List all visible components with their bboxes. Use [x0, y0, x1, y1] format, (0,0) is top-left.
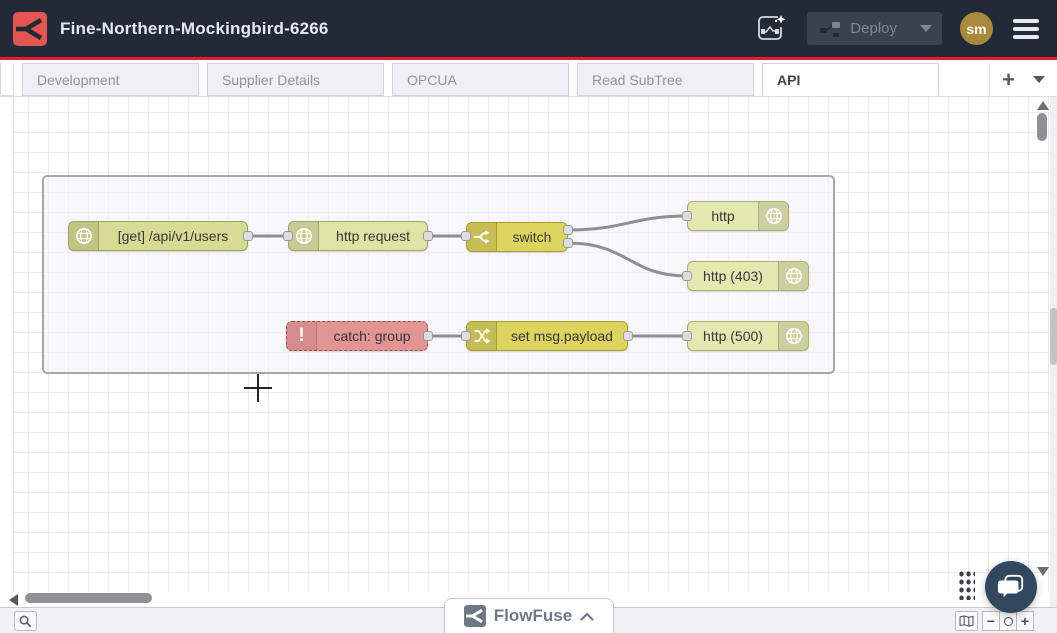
zoom-in-button[interactable]: + — [1016, 611, 1034, 631]
flowfuse-panel-button[interactable]: FlowFuse — [444, 598, 614, 633]
deploy-button[interactable]: Deploy — [807, 12, 942, 45]
node-label: catch: group — [333, 328, 411, 344]
node-label: [get] /api/v1/users — [117, 228, 229, 244]
tab-development[interactable]: Development — [22, 63, 199, 96]
flow-canvas[interactable]: [get] /api/v1/users http request switch … — [0, 97, 1050, 592]
exclamation-icon: ! — [287, 322, 317, 350]
node-label: switch — [512, 229, 552, 245]
input-port[interactable] — [283, 231, 293, 241]
flowfuse-brand-label: FlowFuse — [493, 606, 573, 625]
globe-icon — [758, 202, 788, 230]
globe-icon — [778, 262, 808, 290]
input-port[interactable] — [682, 331, 692, 341]
main-menu-icon[interactable] — [1011, 15, 1041, 43]
chat-launcher-button[interactable] — [985, 561, 1037, 613]
node-http-in[interactable]: [get] /api/v1/users — [68, 221, 248, 251]
node-http-500[interactable]: http (500) — [687, 321, 809, 351]
add-flow-button[interactable]: + — [1002, 66, 1015, 92]
input-port[interactable] — [682, 211, 692, 221]
flow-list-caret-icon[interactable] — [1033, 76, 1045, 83]
input-port[interactable] — [461, 331, 471, 341]
chat-bubble-icon — [997, 574, 1024, 598]
output-port[interactable] — [623, 331, 633, 341]
horizontal-scrollbar-thumb[interactable] — [25, 593, 152, 603]
output-port[interactable] — [423, 331, 433, 341]
input-port[interactable] — [461, 231, 471, 241]
output-port[interactable] — [243, 231, 253, 241]
widget-drag-handle[interactable] — [957, 569, 975, 600]
input-port[interactable] — [682, 271, 692, 281]
map-icon — [959, 615, 974, 627]
node-label: http — [711, 208, 735, 224]
change-icon — [467, 322, 497, 350]
chevron-up-icon — [580, 611, 594, 621]
vertical-scrollbar-thumb[interactable] — [1037, 113, 1047, 141]
ai-assistant-icon[interactable] — [753, 11, 789, 47]
vertical-scroll-up-arrow[interactable] — [1037, 101, 1049, 110]
flowfuse-gray-logo-icon — [463, 605, 486, 627]
node-http-403[interactable]: http (403) — [687, 261, 809, 291]
deploy-dropdown-caret-icon[interactable] — [920, 25, 932, 32]
workspace-tabbar: Development Supplier Details OPCUA Read … — [0, 63, 1057, 97]
output-port[interactable] — [423, 231, 433, 241]
node-label: set msg.payload — [511, 328, 613, 344]
tab-scroll-gutter — [0, 63, 14, 96]
user-avatar[interactable]: sm — [960, 12, 993, 45]
node-change[interactable]: set msg.payload — [466, 321, 628, 351]
node-switch[interactable]: switch — [466, 222, 568, 252]
deploy-label: Deploy — [850, 20, 897, 37]
node-label: http (403) — [703, 268, 763, 284]
vertical-scroll-down-arrow[interactable] — [1037, 567, 1049, 576]
switch-icon — [467, 223, 497, 251]
tab-opcua[interactable]: OPCUA — [392, 63, 569, 96]
header-bar: Fine-Northern-Mockingbird-6266 — [0, 0, 1057, 60]
globe-icon — [289, 222, 319, 250]
horizontal-scroll-left-arrow[interactable] — [9, 594, 18, 606]
browser-scrollbar-track[interactable] — [1050, 97, 1057, 633]
node-http-request[interactable]: http request — [288, 221, 428, 251]
output-port[interactable] — [563, 225, 573, 235]
globe-icon — [778, 322, 808, 350]
zoom-controls: − + — [982, 611, 1034, 631]
tab-supplier-details[interactable]: Supplier Details — [207, 63, 384, 96]
node-http-response[interactable]: http — [687, 201, 789, 231]
globe-icon — [69, 222, 99, 250]
node-catch[interactable]: ! catch: group — [286, 321, 428, 351]
zoom-reset-button[interactable] — [999, 611, 1017, 631]
search-flows-button[interactable] — [14, 611, 37, 631]
zoom-out-button[interactable]: − — [982, 611, 1000, 631]
browser-scrollbar-thumb[interactable] — [1050, 308, 1057, 365]
navigator-toggle-button[interactable] — [955, 611, 978, 631]
instance-title: Fine-Northern-Mockingbird-6266 — [60, 18, 329, 38]
tab-read-subtree[interactable]: Read SubTree — [577, 63, 754, 96]
deploy-nodes-icon — [820, 21, 841, 37]
node-label: http (500) — [703, 328, 763, 344]
flowfuse-logo-icon[interactable] — [13, 11, 47, 46]
zoom-reset-icon — [1003, 616, 1013, 626]
cursor-crosshair-icon — [244, 374, 272, 402]
search-icon — [19, 615, 32, 627]
node-label: http request — [336, 228, 410, 244]
output-port[interactable] — [563, 238, 573, 248]
tab-api-active[interactable]: API — [762, 63, 939, 96]
collapsed-palette — [0, 97, 14, 592]
